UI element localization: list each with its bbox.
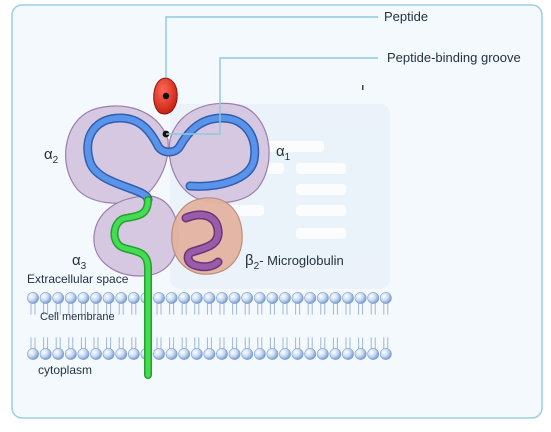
- lipid-head: [27, 292, 39, 304]
- alpha3-label: α3: [72, 252, 87, 272]
- lipid-head: [190, 348, 203, 360]
- lipid-head: [90, 292, 102, 304]
- stray-mark: [362, 85, 364, 90]
- extracellular-space-label: Extracellular space: [27, 272, 129, 286]
- lipid-head: [253, 348, 266, 360]
- lipid-head: [178, 348, 191, 360]
- lipid-head: [379, 292, 392, 304]
- lipid-head: [64, 292, 77, 304]
- lipid-head: [316, 292, 329, 304]
- lipid-head: [39, 292, 52, 304]
- lipid-head: [329, 292, 342, 304]
- leader-lines: [165, 16, 378, 135]
- beta2-microglobulin-label: β2- Microglobulin: [245, 252, 344, 272]
- lipid-head: [153, 292, 165, 304]
- lipid-head: [304, 348, 317, 360]
- lipid-head: [27, 348, 39, 360]
- lipid-head: [203, 292, 216, 304]
- cell-membrane-bilayer: [27, 292, 392, 360]
- lipid-head: [216, 292, 228, 304]
- lipid-head: [90, 348, 102, 360]
- lipid-head: [64, 348, 77, 360]
- lipid-head: [190, 292, 203, 304]
- lipid-head: [342, 348, 354, 360]
- lipid-head: [304, 292, 317, 304]
- peptide-label: Peptide: [384, 9, 429, 24]
- lipid-head: [354, 348, 367, 360]
- lipid-head: [216, 348, 228, 360]
- lipid-head: [228, 292, 241, 304]
- lipid-head: [165, 292, 178, 304]
- beta2-chain: [181, 210, 223, 272]
- lipid-head: [178, 292, 191, 304]
- lipid-head: [241, 292, 254, 304]
- lipid-head: [77, 292, 90, 304]
- peptide-icon: [153, 77, 178, 115]
- lipid-head: [203, 348, 216, 360]
- lipid-head: [316, 348, 329, 360]
- lipid-head: [291, 348, 304, 360]
- cell-membrane-label: Cell membrane: [40, 311, 115, 323]
- lipid-head: [127, 292, 140, 304]
- lipid-head: [115, 348, 128, 360]
- lipid-head: [291, 292, 304, 304]
- lipid-head: [253, 292, 266, 304]
- lipid-head: [367, 292, 380, 304]
- lipid-head: [241, 348, 254, 360]
- lipid-head: [153, 348, 165, 360]
- lipid-head: [127, 348, 140, 360]
- lipid-head: [52, 292, 65, 304]
- lipid-head: [165, 348, 178, 360]
- lipid-head: [367, 348, 380, 360]
- lipid-head: [102, 292, 115, 304]
- lipid-head: [228, 348, 241, 360]
- lipid-head: [266, 292, 279, 304]
- alpha3-chain: [110, 196, 152, 379]
- alpha1-label: α1: [276, 143, 291, 163]
- groove-label: Peptide-binding groove: [387, 50, 521, 65]
- lipid-head: [39, 348, 52, 360]
- lipid-head: [115, 292, 128, 304]
- alpha-chain: [83, 113, 260, 205]
- cytoplasm-label: cytoplasm: [38, 363, 93, 377]
- lipid-head: [329, 348, 342, 360]
- alpha2-label: α2: [44, 146, 59, 166]
- lipid-head: [279, 348, 291, 360]
- lipid-head: [342, 292, 354, 304]
- lipid-head: [279, 292, 291, 304]
- lipid-head: [266, 348, 279, 360]
- lipid-head: [52, 348, 65, 360]
- lipid-head: [354, 292, 367, 304]
- lipid-head: [379, 348, 392, 360]
- lipid-head: [102, 348, 115, 360]
- lipid-head: [77, 348, 90, 360]
